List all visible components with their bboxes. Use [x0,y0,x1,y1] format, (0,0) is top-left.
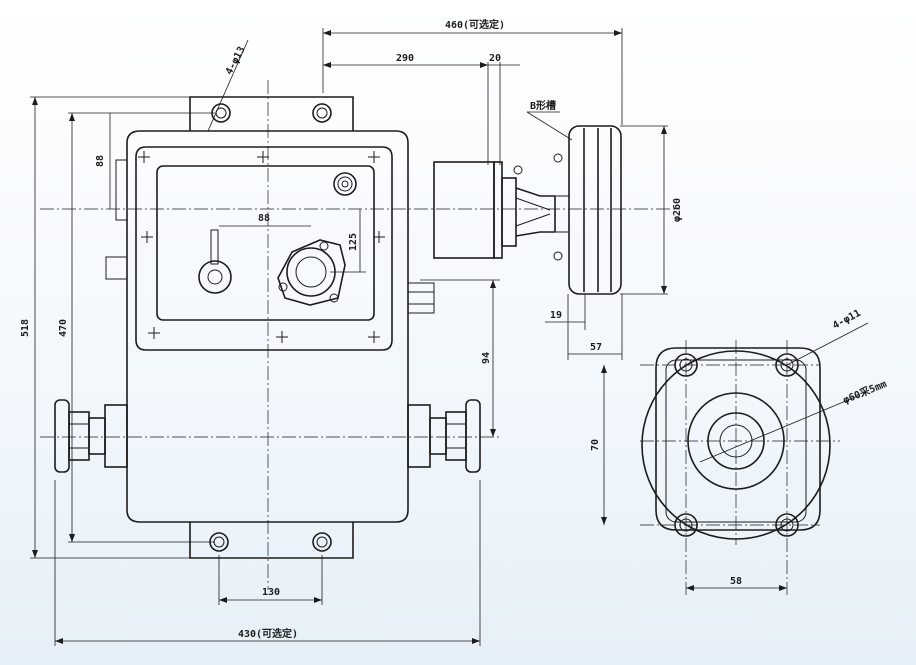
shaft-assembly [433,153,563,261]
dimension-arrows [32,30,787,644]
dim-total-height: 518 [20,319,31,337]
dimension-lines [30,28,869,646]
dim-pulley-w1: 19 [550,310,562,321]
label-mount-holes-top: 4-φ13 [224,45,248,77]
dim-mount-height: 470 [58,319,69,337]
dim-inner-y: 125 [348,233,359,251]
dim-foot-spacing: 130 [262,587,280,598]
dim-pulley-w2: 57 [590,342,602,353]
dim-motor-height: 70 [590,439,601,451]
housing-body [105,96,435,559]
label-motor-spigot: φ60采5mm [841,377,889,406]
dim-overall-width: 430(可选定) [238,627,298,640]
dim-top-offset: 88 [95,155,106,167]
dim-overall-depth: 460(可选定) [445,18,505,31]
dim-flange: 20 [489,53,501,64]
left-fitting [54,399,128,473]
dim-inner-x: 88 [258,213,270,224]
center-lines [40,80,840,595]
dim-motor-width: 58 [730,576,742,587]
dim-shaft-offset: 290 [396,53,414,64]
label-groove-type: B形槽 [530,99,556,112]
pulley [556,125,622,295]
dim-shaft-height: 94 [481,352,492,364]
right-fitting [407,399,481,473]
dim-pulley-dia: φ260 [672,198,683,222]
motor-flange-view [641,347,831,540]
